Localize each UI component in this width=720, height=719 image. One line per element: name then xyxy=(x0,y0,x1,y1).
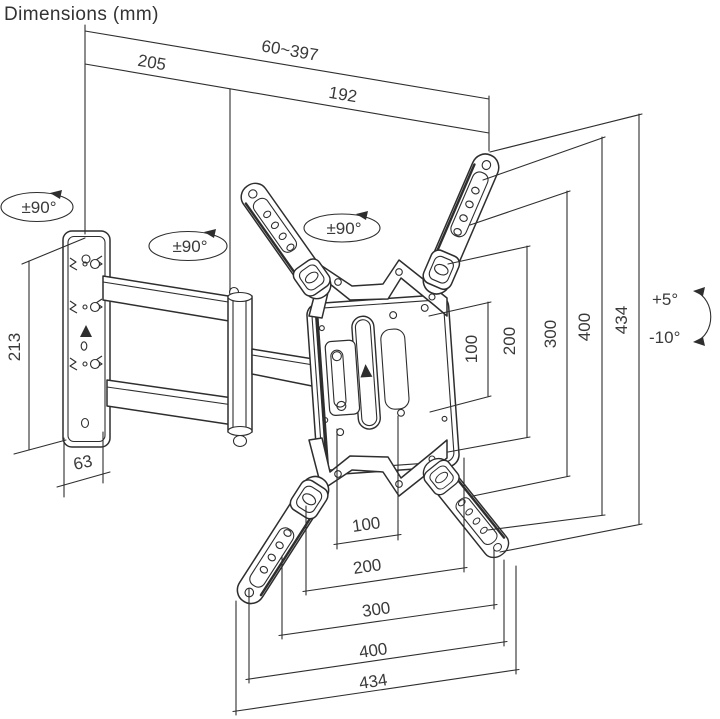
vesa-horizontal-label-434: 434 xyxy=(358,670,389,693)
wall-plate xyxy=(62,230,111,448)
mount-assembly xyxy=(62,148,516,611)
vesa-horizontal-label-100: 100 xyxy=(351,513,382,536)
tilt-arrow-down-icon xyxy=(693,337,705,346)
dim-label-205: 205 xyxy=(136,51,167,74)
vesa-vertical-label-100: 100 xyxy=(462,335,481,363)
dim-label-213: 213 xyxy=(5,333,24,361)
swivel-indicator-wall xyxy=(0,190,74,223)
dimension-lines xyxy=(0,24,712,716)
upper-arm xyxy=(102,275,248,325)
vesa-arm-lower-right xyxy=(416,451,516,565)
rotation-arrow-icon xyxy=(50,190,62,199)
articulating-arm xyxy=(102,275,333,448)
arm-bracket xyxy=(324,339,361,416)
vesa-plate xyxy=(306,294,460,476)
vesa-horizontal-label-200: 200 xyxy=(352,555,383,578)
rotation-label-plate: ±90° xyxy=(326,219,361,238)
dim-label-63: 63 xyxy=(72,451,94,474)
vesa-horizontal-label-300: 300 xyxy=(361,598,392,621)
rotation-arrow-icon xyxy=(356,211,368,220)
tilt-arrow-up-icon xyxy=(693,287,705,296)
grip-cutout xyxy=(380,328,410,410)
rotation-indicator-plate xyxy=(303,211,381,243)
up-arrow-mark xyxy=(80,325,92,337)
vesa-vertical-label-300: 300 xyxy=(541,320,560,348)
vesa-horizontal-label-400: 400 xyxy=(358,639,389,662)
vesa-vertical-label-400: 400 xyxy=(575,313,594,341)
vesa-arm-upper-left xyxy=(233,176,339,306)
vesa-arm-upper-right xyxy=(416,148,506,300)
tilt-label-down: -10° xyxy=(649,328,680,347)
swivel-label-elbow: ±90° xyxy=(172,237,207,256)
vesa-vertical-label-200: 200 xyxy=(500,327,519,355)
slot-arrow-mark xyxy=(360,364,373,378)
vesa-vertical-label-434: 434 xyxy=(612,306,631,334)
rotation-arrow-icon xyxy=(204,229,216,238)
dim-label-192: 192 xyxy=(327,83,358,106)
pivot-column xyxy=(227,295,253,433)
tilt-indicator xyxy=(693,287,712,346)
dim-label-extension-range: 60~397 xyxy=(260,36,320,64)
swivel-indicator-elbow xyxy=(148,229,228,262)
tilt-label-up: +5° xyxy=(652,290,678,309)
swivel-label-wall: ±90° xyxy=(21,198,56,217)
wall-plate-hole xyxy=(81,254,91,264)
diagram-title: Dimensions (mm) xyxy=(4,4,159,25)
